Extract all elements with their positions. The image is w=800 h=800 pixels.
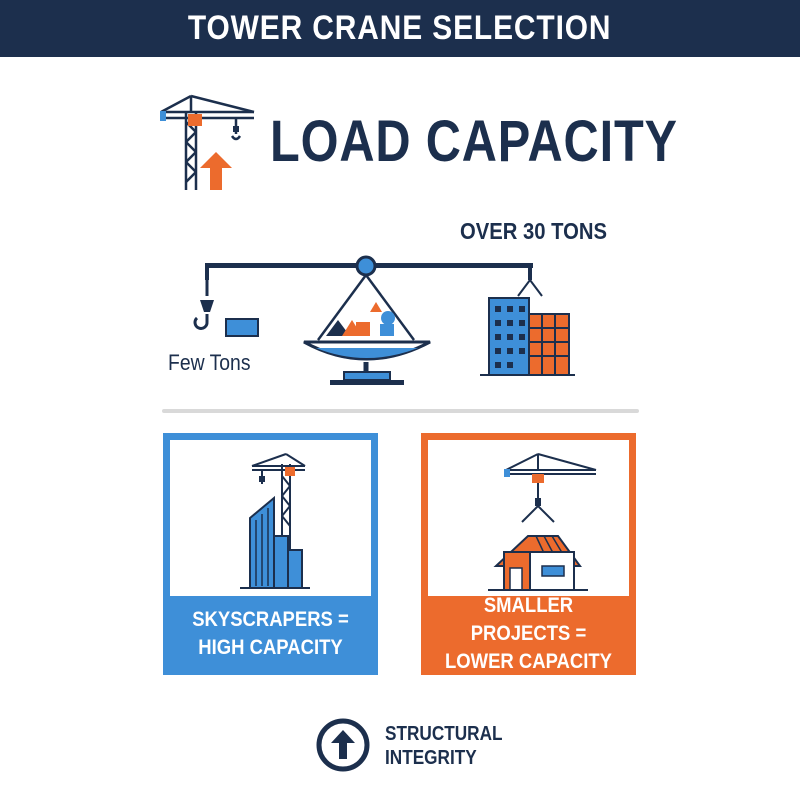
section-divider — [162, 409, 639, 413]
heavy-load-label: OVER 30 TONS — [460, 218, 607, 244]
load-capacity-heading: LOAD CAPACITY — [270, 109, 678, 174]
up-arrow-circle-icon — [316, 718, 370, 772]
house-illustration — [428, 440, 629, 596]
light-load-label: Few Tons — [168, 350, 251, 375]
smaller-projects-caption: SMALLER PROJECTS = LOWER CAPACITY — [444, 594, 613, 673]
skyscraper-caption: SKYSCRAPERS = HIGH CAPACITY — [192, 608, 349, 659]
balance-scale-illustration — [193, 255, 575, 385]
skyscraper-illustration — [170, 440, 371, 596]
house-crane-icon — [488, 453, 597, 591]
structural-integrity-label: STRUCTURAL INTEGRITY — [385, 723, 503, 769]
skyscraper-card: SKYSCRAPERS = HIGH CAPACITY — [163, 433, 378, 675]
title-banner: TOWER CRANE SELECTION — [0, 0, 800, 57]
crane-lift-icon — [160, 94, 255, 190]
skyscraper-crane-icon — [240, 453, 310, 589]
smaller-projects-card: SMALLER PROJECTS = LOWER CAPACITY — [421, 433, 636, 675]
page-title: TOWER CRANE SELECTION — [188, 9, 612, 47]
